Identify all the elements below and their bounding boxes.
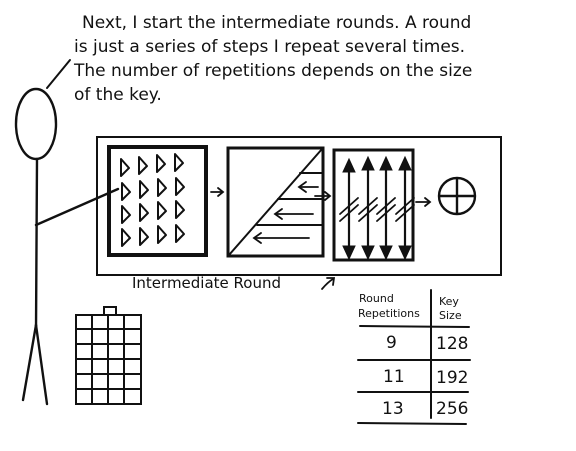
key-grid-tab [103, 306, 117, 316]
repetitions-table: Round Repetitions Key Size 9 128 11 192 … [357, 289, 471, 425]
header-repetitions-line: Repetitions [358, 307, 420, 320]
repetitions-cell: 9 [386, 333, 397, 353]
stick-figure-body [34, 157, 39, 332]
mix-columns-step [332, 148, 415, 262]
stick-figure-leg-left [21, 323, 38, 402]
table-row: 9 128 [386, 333, 468, 354]
add-round-key-step [437, 176, 477, 216]
table-grid [357, 289, 471, 425]
substitution-step [107, 145, 208, 257]
substitution-triangles [120, 153, 185, 247]
key-size-cell: 256 [436, 399, 468, 419]
stick-figure-head [14, 87, 58, 161]
table-row: 13 256 [382, 399, 468, 419]
key-size-cell: 192 [436, 368, 468, 388]
mix-column-scribbles [339, 197, 415, 222]
shift-row-arrow-3 [252, 232, 310, 244]
narration-line-2: is just a series of steps I repeat sever… [74, 37, 465, 57]
header-size-line: Size [439, 309, 462, 322]
header-round-line: Round [359, 292, 394, 305]
shift-row-arrow-1 [297, 181, 319, 193]
stick-figure-leg-right [34, 323, 49, 406]
arrow-3 [415, 197, 432, 207]
narration-line-1: Next, I start the intermediate rounds. A… [82, 13, 471, 33]
header-key-line: Key [439, 295, 459, 308]
narration-line-3: The number of repetitions depends on the… [73, 61, 472, 81]
diagram-caption: Intermediate Round [132, 274, 281, 292]
table-row: 11 192 [383, 367, 468, 388]
narration-text: Next, I start the intermediate rounds. A… [73, 13, 472, 105]
shift-rows-step [226, 146, 325, 258]
mix-column-arrowheads [342, 155, 412, 261]
intermediate-round-box [96, 136, 502, 276]
arrow-1 [210, 187, 225, 197]
table-row-divider-4 [357, 422, 467, 425]
substitution-panel [107, 145, 208, 257]
add-round-key-icon [437, 176, 477, 216]
shift-row-arrow-2 [273, 208, 314, 220]
repetitions-cell: 13 [382, 399, 404, 419]
key-size-cell: 128 [436, 334, 468, 354]
stick-figure [14, 87, 120, 406]
key-grid [75, 306, 142, 405]
narration-line-4: of the key. [74, 85, 162, 105]
arrow-2 [314, 191, 332, 201]
shift-rows-panel [226, 146, 325, 258]
caption-arrow [321, 277, 336, 290]
shift-rows-diagonal [228, 148, 323, 256]
table-row-divider-1 [359, 325, 470, 328]
repetitions-cell: 11 [383, 367, 405, 387]
stick-figure-arm-pointing [34, 187, 120, 227]
speech-line [46, 59, 71, 89]
